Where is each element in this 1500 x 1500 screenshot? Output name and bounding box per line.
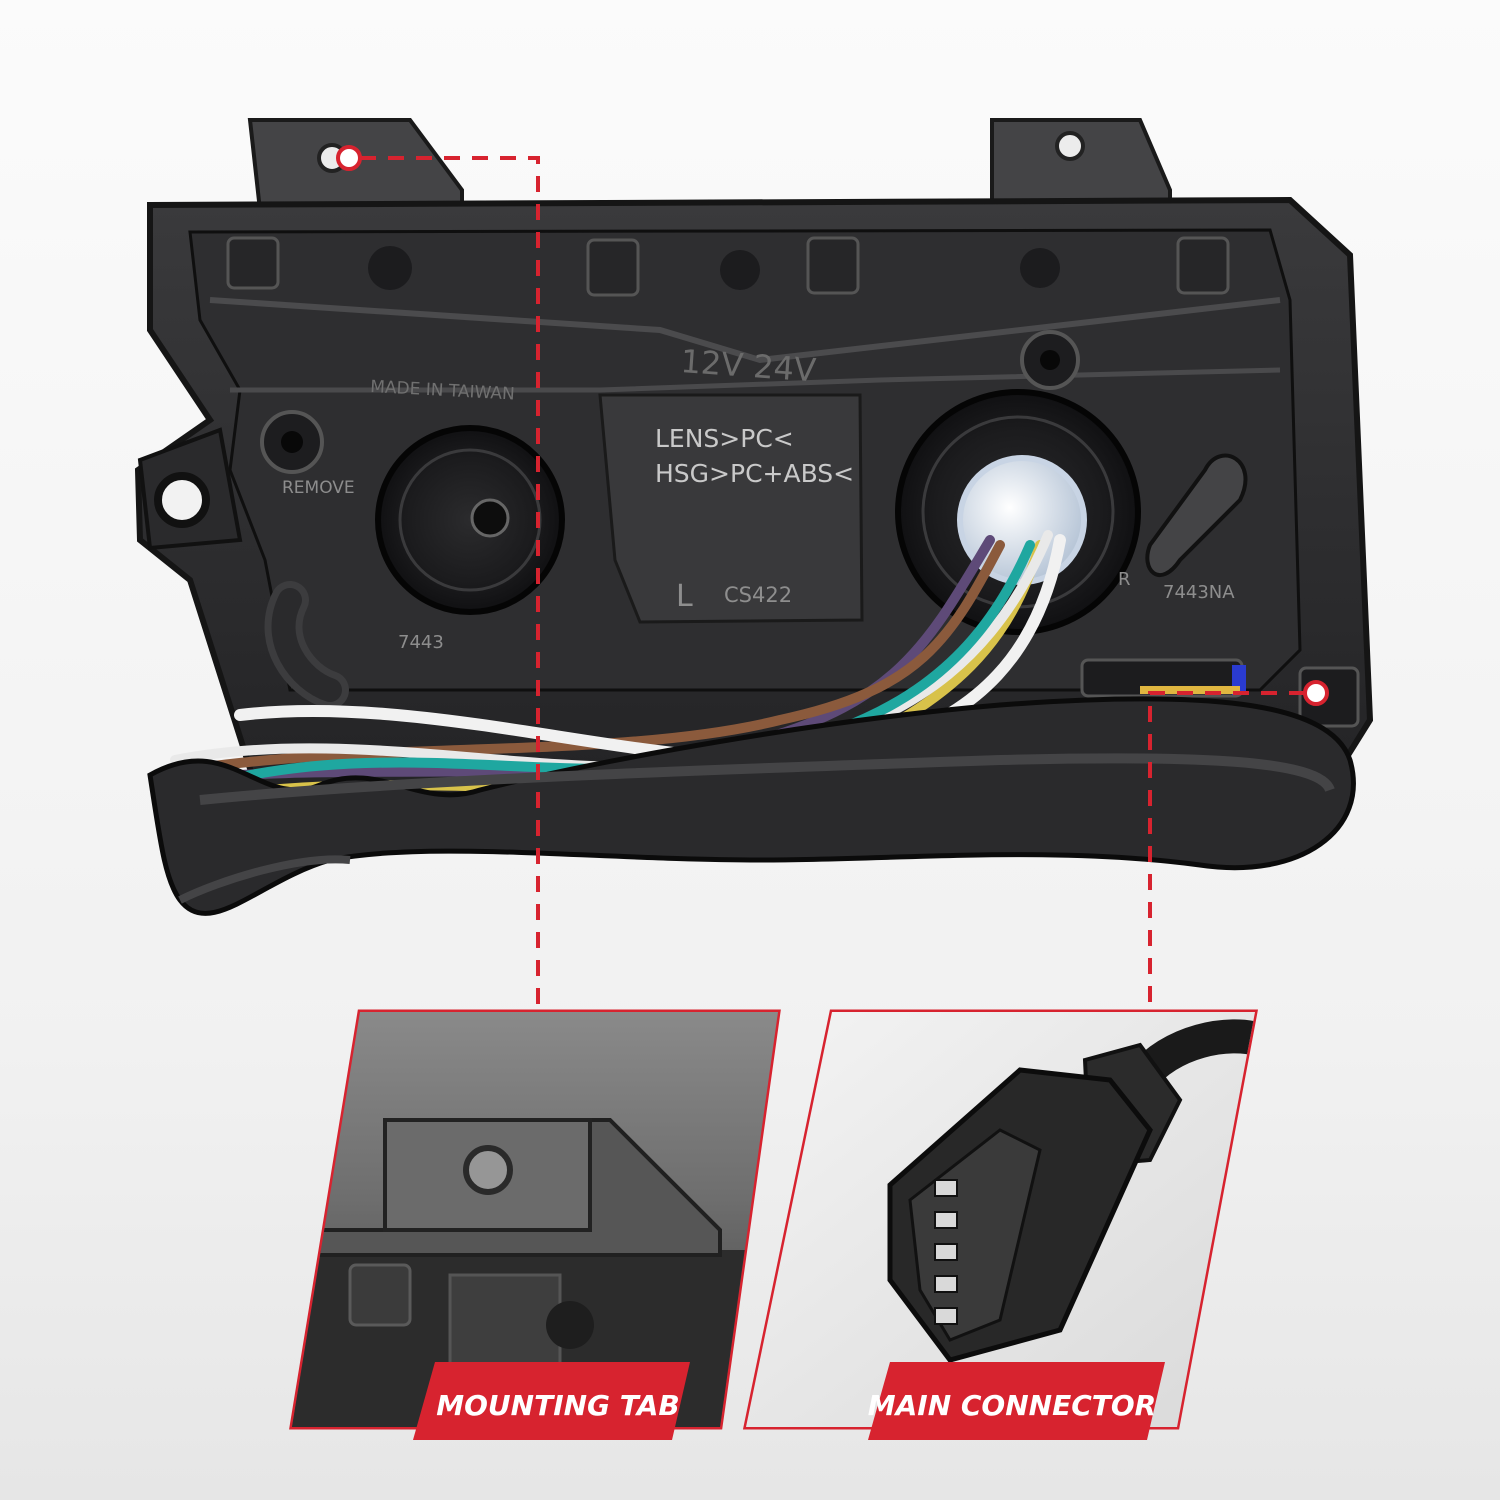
callout-label-main-connector: MAIN CONNECTOR [868, 1389, 1157, 1422]
callout-main-connector: MAIN CONNECTOR [742, 1009, 1259, 1440]
part-number: CS422 [724, 583, 792, 607]
guide-lines [360, 156, 1305, 1010]
bulb-type-left: 7443 [398, 632, 444, 653]
label-plate [598, 393, 864, 624]
material-line-1: LENS>PC< [655, 424, 794, 453]
guide-line-connector [1148, 691, 1305, 1010]
bulb-type-right: 7443NA [1163, 582, 1235, 603]
bulb-socket-left [375, 425, 565, 615]
marker-mounting-tab [336, 145, 362, 171]
remove-stamp: REMOVE [282, 478, 355, 498]
callout-mounting-tab: MOUNTING TAB [289, 1009, 781, 1440]
callout-label-mounting-tab: MOUNTING TAB [436, 1389, 679, 1422]
housing: LENS>PC< HSG>PC+ABS< L CS422 MADE IN TAI… [134, 118, 1374, 916]
side-mark: L [676, 579, 693, 614]
guide-line-mounting-tab [360, 156, 540, 1010]
marker-connector [1303, 680, 1329, 706]
mounting-tab-hole-right [1055, 131, 1085, 161]
material-line-2: HSG>PC+ABS< [655, 459, 854, 488]
voltage-stamp: 12V 24V [679, 342, 817, 389]
right-mark: R [1118, 569, 1131, 590]
